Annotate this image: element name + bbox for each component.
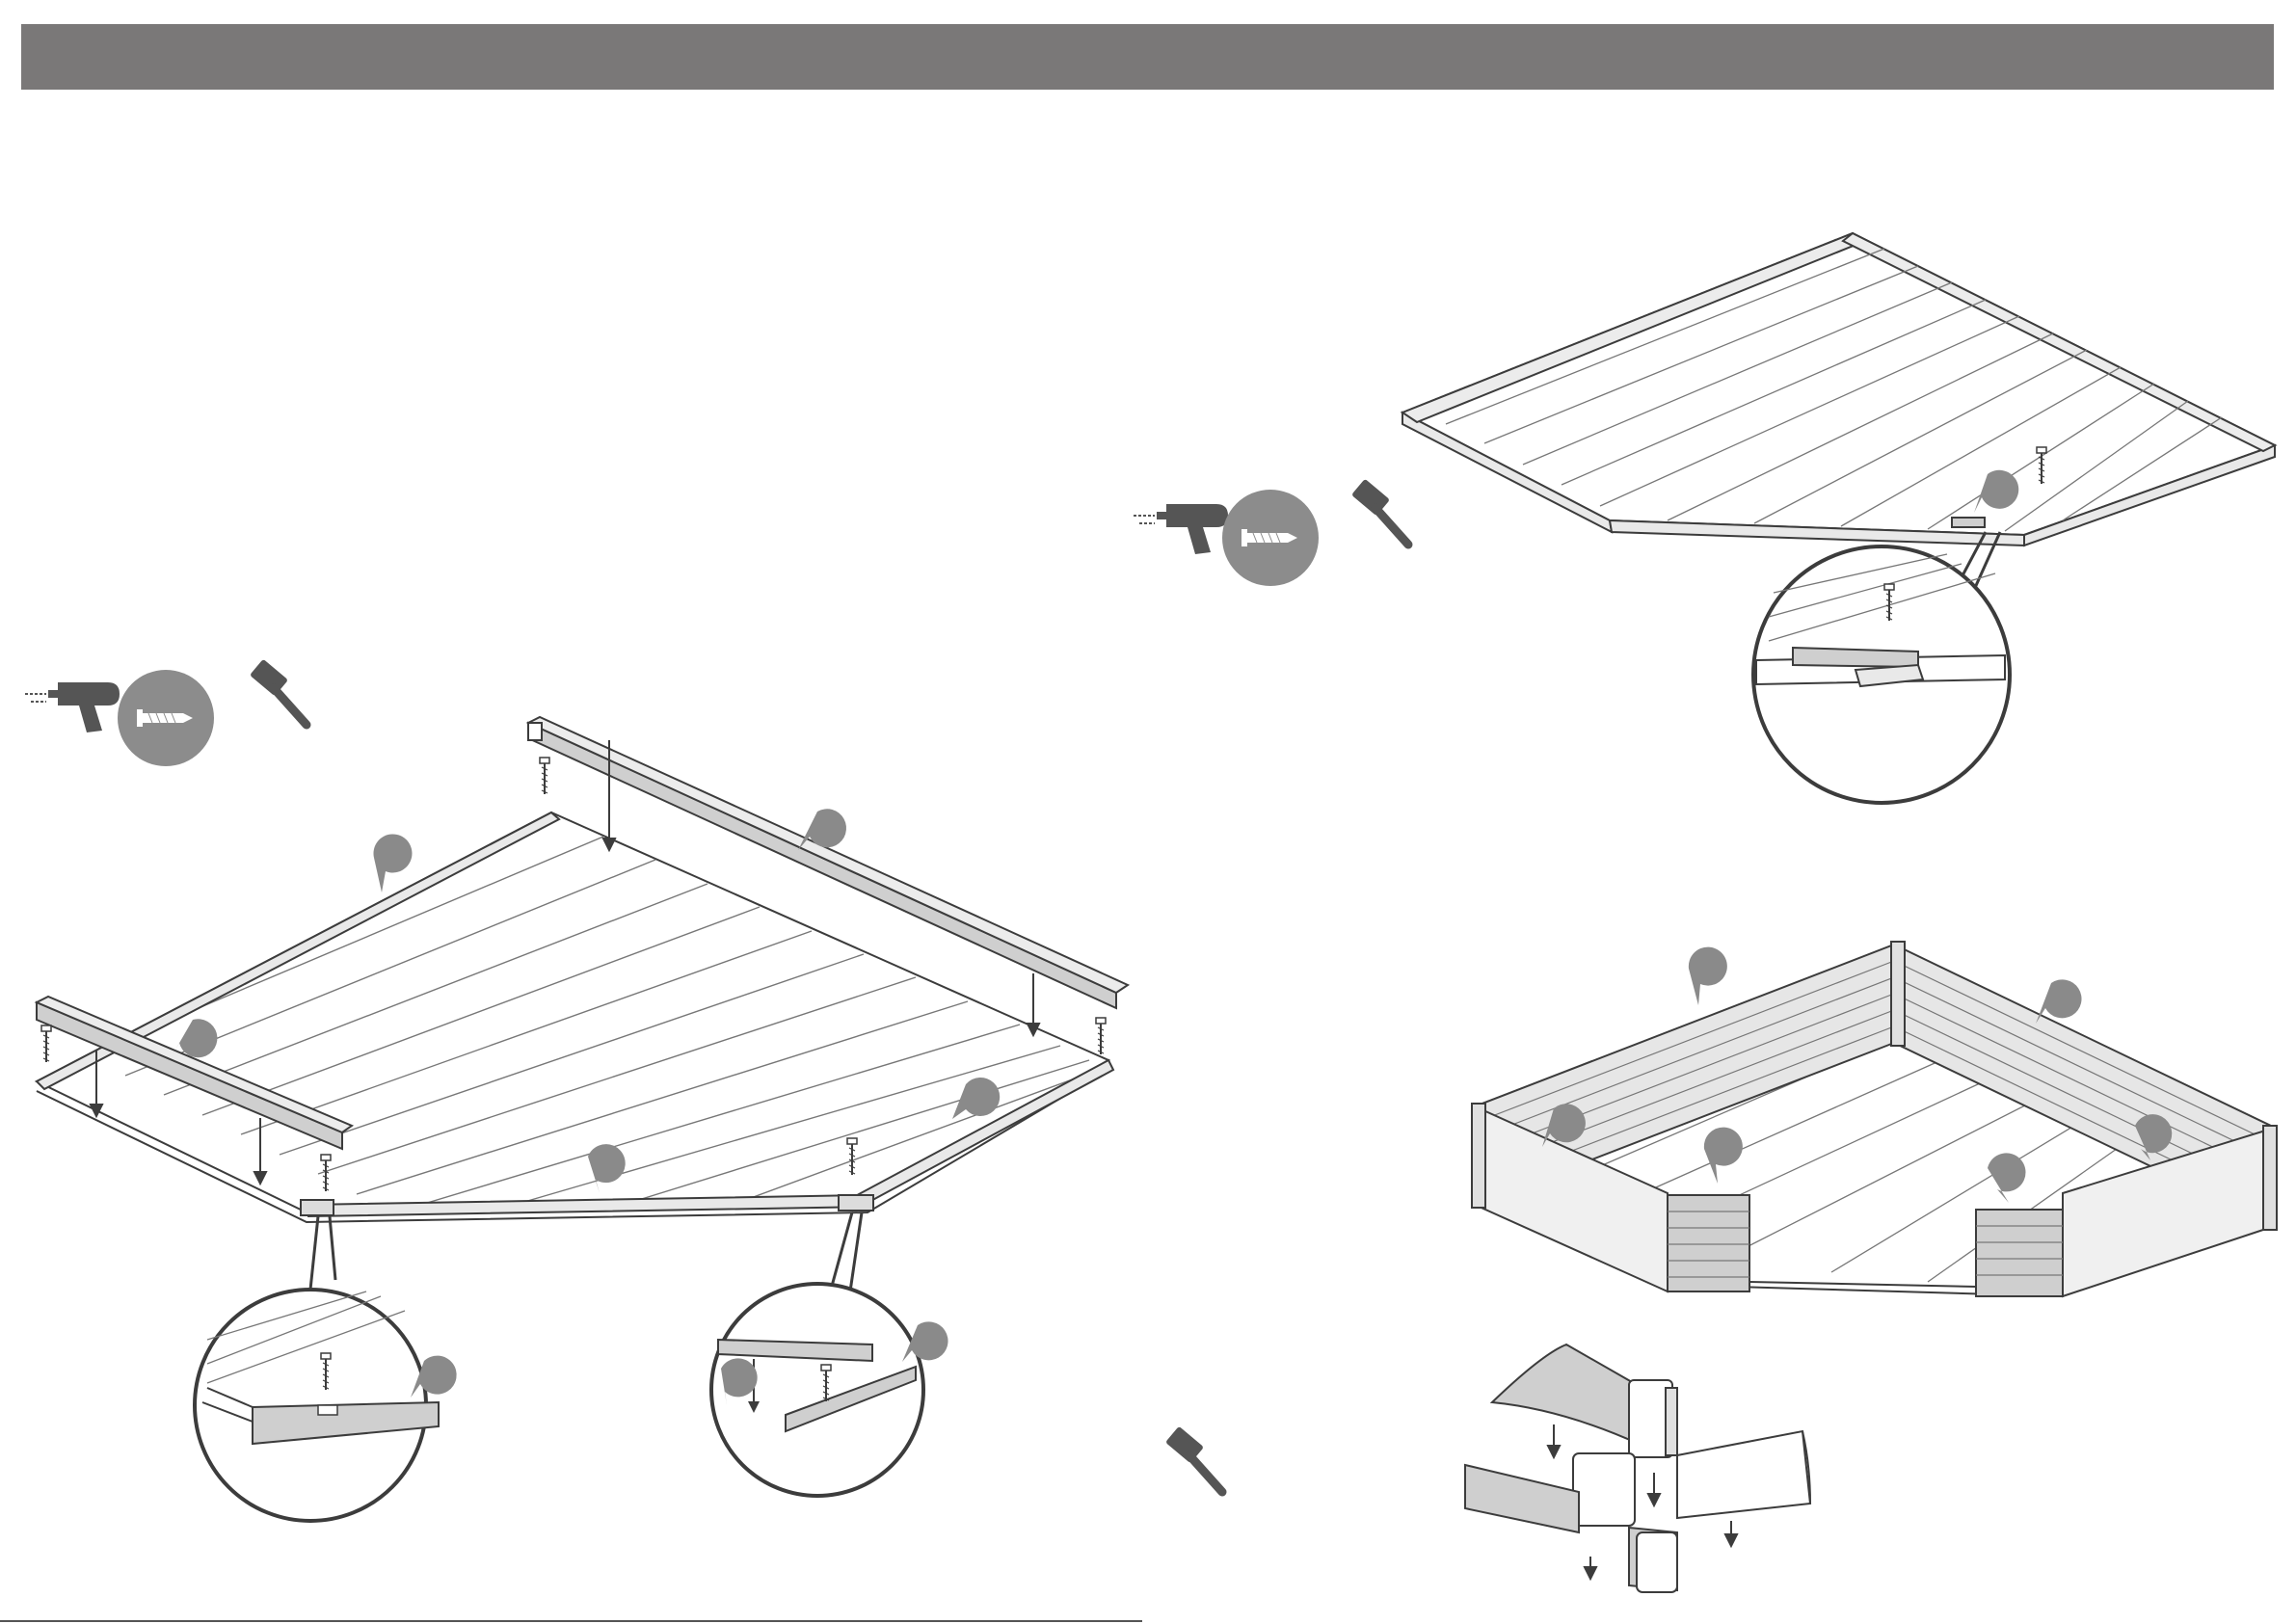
mallet-icon (1165, 1426, 1222, 1492)
detail-magnifier (195, 1216, 457, 1521)
mallet-icon (1351, 479, 1408, 545)
floor-assembly (1402, 233, 2275, 546)
drill-icon (1134, 504, 1228, 554)
mallet-icon (250, 659, 307, 725)
detail-magnifier (711, 1212, 948, 1496)
screw-icon (118, 670, 214, 766)
footer-rule (0, 1620, 1142, 1622)
floor-frame (37, 812, 1113, 1222)
step-wall-planks (1165, 942, 2277, 1592)
plank-joint-detail (1465, 1344, 1810, 1592)
detail-magnifier (1753, 532, 2010, 803)
step-floor-fixing (1134, 233, 2275, 803)
screw-icon (1222, 490, 1319, 586)
step-floor-beams (25, 659, 1128, 1521)
drill-icon (25, 682, 120, 732)
